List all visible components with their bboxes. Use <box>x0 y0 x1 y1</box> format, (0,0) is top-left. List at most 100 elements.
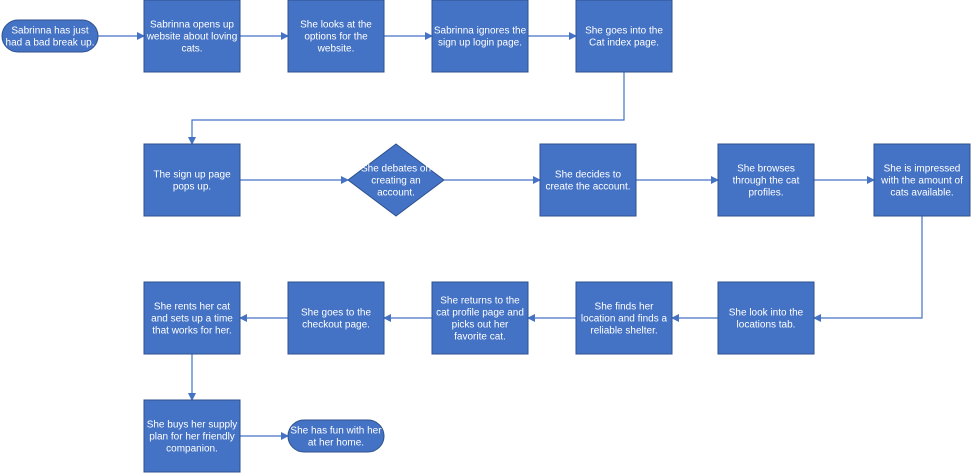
process-box <box>575 281 673 355</box>
process-box <box>143 143 241 217</box>
node-label-line: through the cat <box>733 176 800 187</box>
node-label-line: She goes to the <box>301 308 371 319</box>
node-label-line: reliable shelter. <box>590 326 657 337</box>
node-label-line: had a bad break up. <box>6 38 95 49</box>
process-box <box>143 399 241 473</box>
node-label-line: plan for her friendly <box>149 432 235 443</box>
node-label-line: location and finds a <box>581 314 668 325</box>
node-label-line: She looks at the <box>300 20 372 31</box>
arrow-n10-to-n11 <box>813 216 923 322</box>
node-label-line: She buys her supply <box>147 420 238 431</box>
node-label-line: Sabrinna ignores the <box>434 26 527 37</box>
node-label-line: She returns to the <box>440 296 520 307</box>
node-label-line: that works for her. <box>152 326 231 337</box>
node-label-line: She finds her <box>595 302 655 313</box>
node-label-line: companion. <box>166 444 218 455</box>
node-label-line: website about loving <box>146 32 238 43</box>
node-label-line: She goes into the <box>585 26 663 37</box>
node-label-line: Cat index page. <box>589 38 659 49</box>
process-box <box>431 0 529 73</box>
node-label-line: create the account. <box>545 182 630 193</box>
node-label-line: cats available. <box>890 188 953 199</box>
node-label-line: with the amount of <box>880 176 963 187</box>
process-box <box>431 281 529 355</box>
node-label-line: cats. <box>181 44 202 55</box>
node-label-line: options for the <box>304 32 368 43</box>
terminator-shape <box>287 419 385 453</box>
node-label-line: She rents her cat <box>154 302 230 313</box>
node-label-line: creating an <box>371 176 420 187</box>
terminator-shape <box>1 19 99 53</box>
process-box <box>143 281 241 355</box>
arrow-n5-to-n6 <box>188 72 625 145</box>
node-label-line: picks out her <box>452 320 509 331</box>
process-box <box>873 143 971 217</box>
process-box <box>575 0 673 73</box>
process-box <box>717 143 815 217</box>
process-box <box>539 143 637 217</box>
node-label-line: favorite cat. <box>454 332 506 343</box>
node-label-line: account. <box>377 188 415 199</box>
node-label-line: website. <box>317 44 355 55</box>
node-label-line: She browses <box>737 164 795 175</box>
node-label-line: pops up. <box>173 182 211 193</box>
node-label-line: The sign up page <box>153 170 231 181</box>
decision-diamond <box>347 143 445 217</box>
process-box <box>287 281 385 355</box>
node-label-line: She look into the <box>729 308 804 319</box>
node-label-line: profiles. <box>748 188 783 199</box>
node-label-line: at her home. <box>308 438 364 449</box>
node-label-line: sign up login page. <box>438 38 522 49</box>
process-box <box>287 0 385 73</box>
node-label-line: Sabrinna opens up <box>150 20 234 31</box>
process-box <box>717 281 815 355</box>
node-label-line: She decides to <box>555 170 622 181</box>
node-label-line: She debates on <box>361 164 431 175</box>
connectors <box>98 32 923 440</box>
node-label-line: She has fun with her <box>290 426 382 437</box>
process-box <box>143 0 241 73</box>
node-label-line: checkout page. <box>302 320 370 331</box>
node-label-line: locations tab. <box>737 320 796 331</box>
node-label-line: and sets up a time <box>151 314 233 325</box>
node-label-line: cat profile page and <box>436 308 524 319</box>
node-label-line: Sabrinna has just <box>11 26 88 37</box>
node-label-line: She is impressed <box>884 164 961 175</box>
